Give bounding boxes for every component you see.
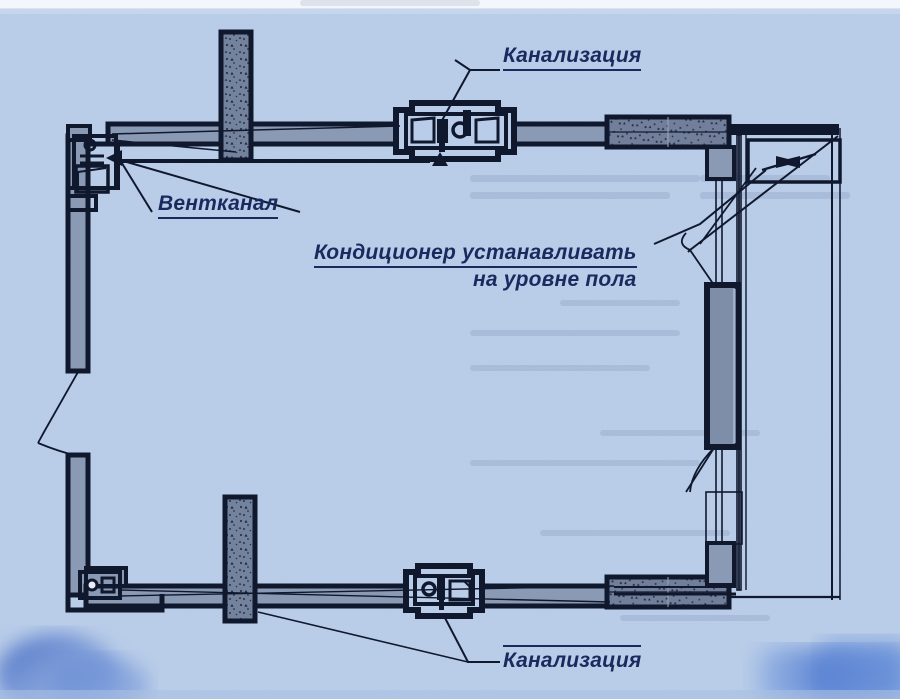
balcony-diagonal-guide bbox=[687, 135, 839, 253]
label-air-conditioner-line1: Кондиционер устанавливать bbox=[314, 241, 637, 268]
scan-top-strip bbox=[0, 0, 900, 9]
label-sewerage-top-text: Канализация bbox=[503, 44, 642, 71]
leader-lines bbox=[111, 59, 767, 663]
label-sewerage-bottom: Канализация bbox=[503, 645, 642, 673]
pillar-right-lower bbox=[705, 541, 736, 587]
fixture-bottom-left bbox=[78, 570, 122, 600]
door-arc-left-wall bbox=[37, 371, 79, 457]
label-sewerage-bottom-text: Канализация bbox=[503, 645, 642, 673]
label-vent-duct-text: Вентканал bbox=[158, 192, 279, 219]
ac-unit-balcony bbox=[746, 138, 842, 184]
label-sewerage-top: Канализация bbox=[503, 44, 642, 71]
label-air-conditioner: Кондиционер устанавливать на уровне пола bbox=[314, 241, 637, 291]
column-top-left bbox=[218, 29, 254, 163]
label-air-conditioner-line2: на уровне пола bbox=[472, 267, 637, 291]
riser-block-bottom bbox=[403, 563, 485, 619]
pillar-right-upper bbox=[704, 282, 741, 450]
scan-artifact-blobs bbox=[0, 634, 900, 699]
right-wall-mullions bbox=[705, 179, 743, 545]
hatched-wall-top-right bbox=[604, 114, 732, 150]
riser-block-top bbox=[393, 100, 517, 162]
label-vent-duct: Вентканал bbox=[158, 192, 279, 219]
pillar-right-top bbox=[705, 145, 736, 181]
column-bottom-left bbox=[222, 494, 258, 624]
riser-triangle-marker bbox=[432, 152, 448, 166]
